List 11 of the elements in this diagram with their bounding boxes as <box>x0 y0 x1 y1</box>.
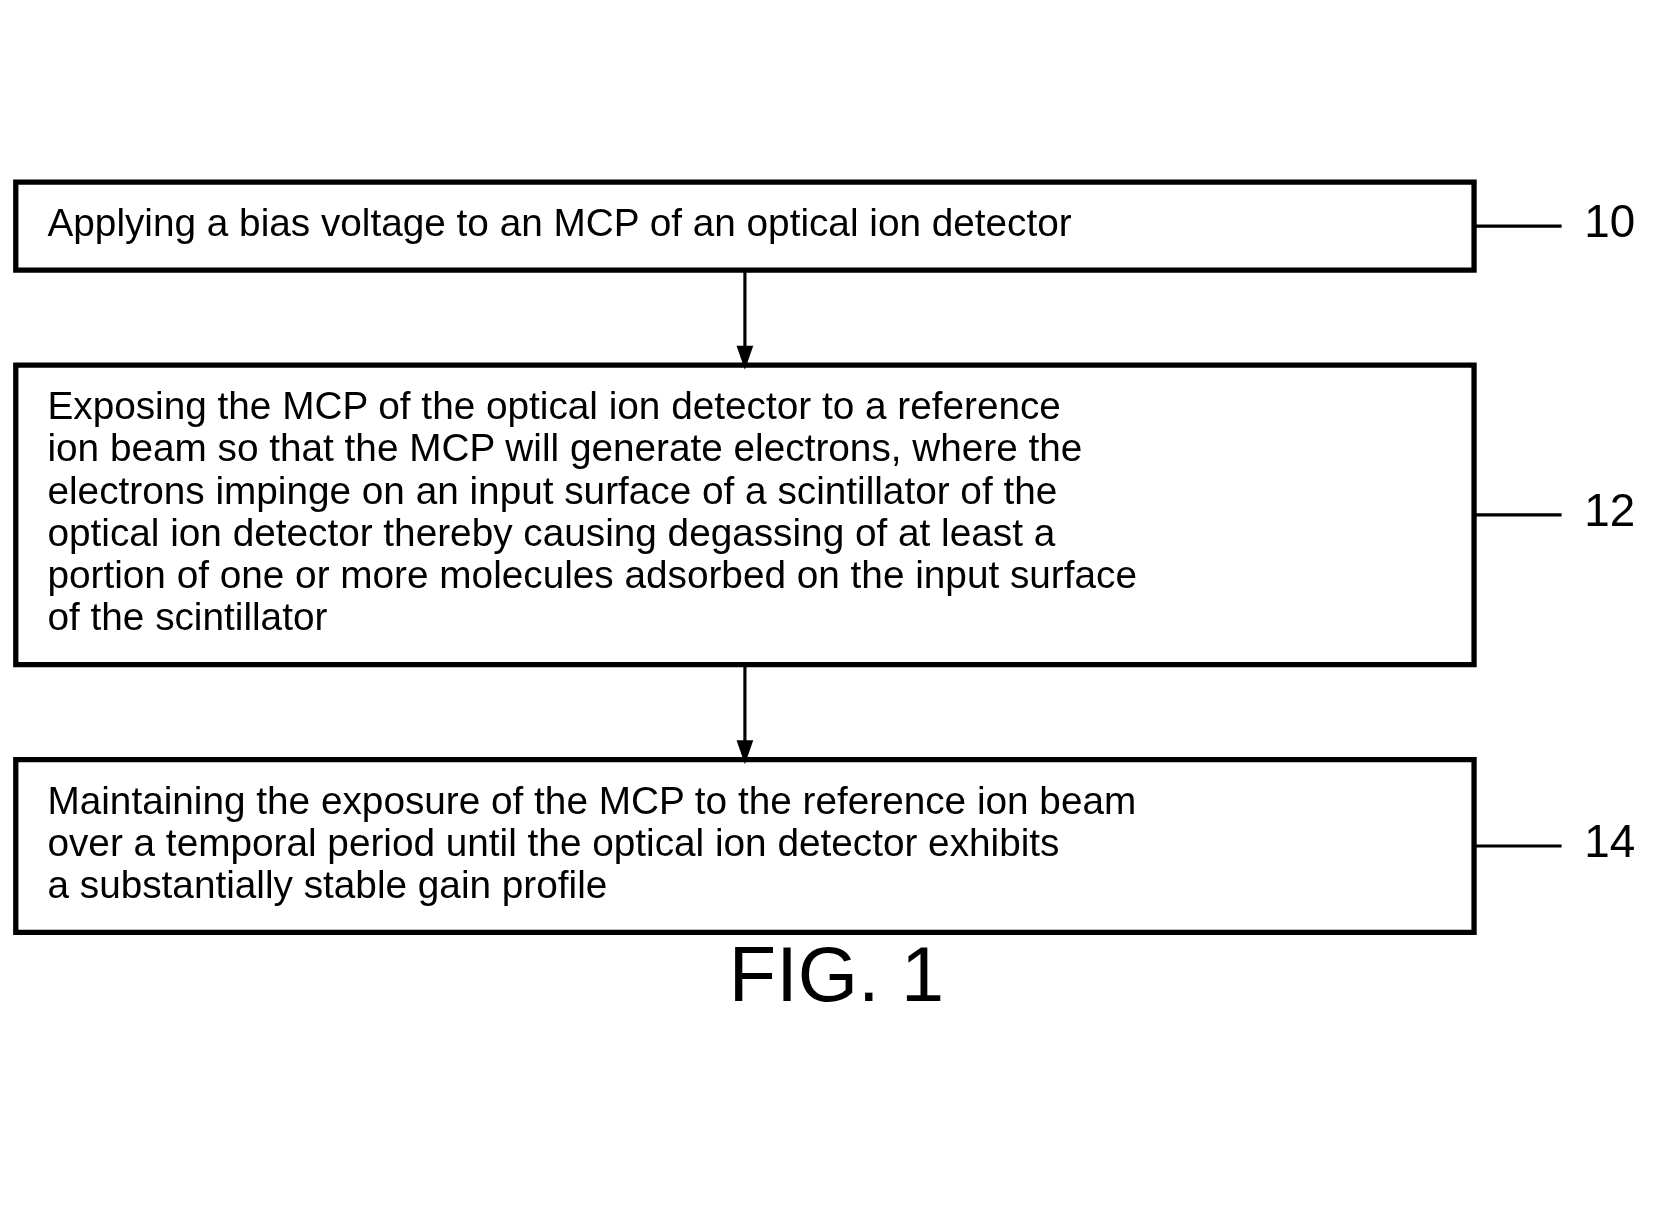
node-text: 14 <box>1584 816 1636 868</box>
connector <box>1474 224 1562 228</box>
node-text: 10 <box>1584 196 1636 248</box>
arrow <box>736 664 754 765</box>
node-box: Exposing the MCP of the optical ion detector to a reference ion beam so that the MCP will generate electrons, where the electrons impinge on an input surface of a scintillator of the optical ion detector thereby causing degassing of at least a portion of one or more molecules adsorbed on the input surface of the scintillator <box>13 362 1477 668</box>
connector <box>1474 844 1562 848</box>
node-text: 12 <box>1584 485 1636 537</box>
arrow <box>736 270 754 370</box>
node-box: Maintaining the exposure of the MCP to the reference ion beam over a temporal period until the optical ion detector exhibits a substantially stable gain profile <box>13 757 1477 935</box>
connector <box>1474 513 1562 517</box>
node-box: Applying a bias voltage to an MCP of an optical ion detector <box>13 179 1477 273</box>
